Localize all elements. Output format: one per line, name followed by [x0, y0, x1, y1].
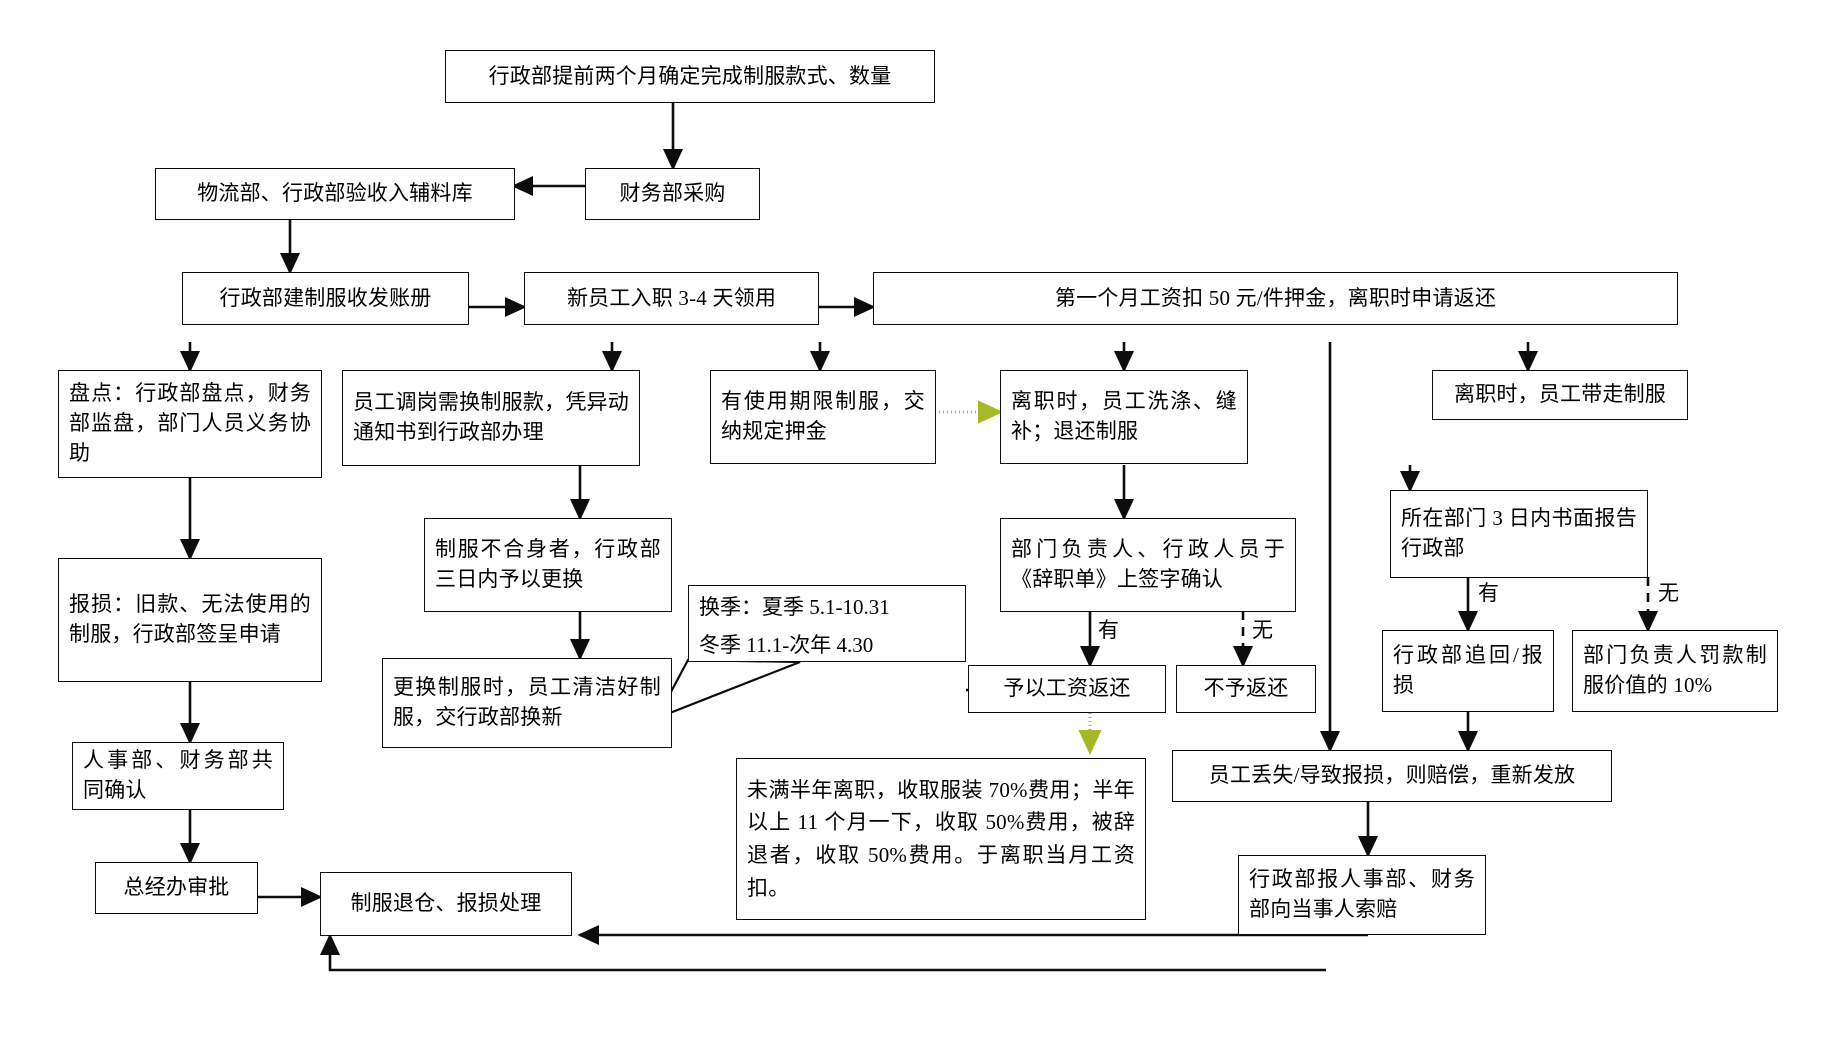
callout-line-2: 冬季 11.1-次年 4.30	[699, 632, 874, 657]
node-return-scrap-handling[interactable]: 制服退仓、报损处理	[320, 872, 572, 936]
node-deposit-deduction[interactable]: 第一个月工资扣 50 元/件押金，离职时申请返还	[873, 272, 1678, 325]
node-finance-purchase[interactable]: 财务部采购	[585, 168, 760, 220]
node-new-hire-issue[interactable]: 新员工入职 3-4 天领用	[524, 272, 819, 325]
node-dept-written-report[interactable]: 所在部门 3 日内书面报告行政部	[1390, 490, 1648, 578]
node-label: 员工丢失/导致报损，则赔偿，重新发放	[1208, 763, 1576, 788]
node-label: 盘点：行政部盘点，财务部监盘，部门人员义务协助	[69, 381, 311, 465]
node-manager-fine[interactable]: 部门负责人罚款制服价值的 10%	[1572, 630, 1778, 712]
node-term-uniform-deposit[interactable]: 有使用期限制服，交纳规定押金	[710, 370, 936, 464]
node-logistics-receive[interactable]: 物流部、行政部验收入辅料库	[155, 168, 515, 220]
callout-season-change: 换季：夏季 5.1-10.31 冬季 11.1-次年 4.30	[688, 585, 966, 662]
node-uniform-plan[interactable]: 行政部提前两个月确定完成制服款式、数量	[445, 50, 935, 103]
node-admin-recover[interactable]: 行政部追回/报损	[1382, 630, 1554, 712]
node-label: 报损：旧款、无法使用的制服，行政部签呈申请	[69, 592, 311, 646]
node-label: 有使用期限制服，交纳规定押金	[721, 389, 925, 443]
edge-label-you-right: 有	[1478, 581, 1499, 605]
node-label: 新员工入职 3-4 天领用	[566, 285, 777, 310]
callout-line-1: 换季：夏季 5.1-10.31	[699, 595, 890, 619]
edge-label-wu-right: 无	[1658, 581, 1679, 605]
node-label: 员工调岗需换制服款，凭异动通知书到行政部办理	[353, 390, 629, 444]
node-label: 第一个月工资扣 50 元/件押金，离职时申请返还	[1054, 285, 1497, 310]
node-label: 总经办审批	[123, 875, 230, 900]
node-label: 部门负责人、行政人员于《辞职单》上签字确认	[1011, 537, 1285, 591]
node-label: 部门负责人罚款制服价值的 10%	[1583, 643, 1767, 697]
node-label: 予以工资返还	[1003, 676, 1131, 701]
node-label: 不予返还	[1203, 676, 1289, 701]
node-label: 行政部报人事部、财务部向当事人索赔	[1249, 867, 1475, 921]
node-claim-from-person[interactable]: 行政部报人事部、财务部向当事人索赔	[1238, 855, 1486, 935]
node-refund-salary[interactable]: 予以工资返还	[968, 665, 1166, 713]
edge-label-you-middle: 有	[1098, 618, 1119, 642]
node-no-refund[interactable]: 不予返还	[1176, 665, 1316, 713]
node-label: 行政部追回/报损	[1393, 643, 1543, 697]
callout-label: 未满半年离职，收取服装 70%费用；半年以上 11 个月一下，收取 50%费用，…	[747, 777, 1135, 900]
node-label: 人事部、财务部共同确认	[83, 748, 273, 802]
node-resign-wash-return[interactable]: 离职时，员工洗涤、缝补；退还制服	[1000, 370, 1248, 464]
node-gm-approval[interactable]: 总经办审批	[95, 862, 258, 914]
edge-label-wu-middle: 无	[1252, 618, 1273, 642]
callout-resign-fee-note: 未满半年离职，收取服装 70%费用；半年以上 11 个月一下，收取 50%费用，…	[736, 758, 1146, 920]
node-label: 财务部采购	[619, 181, 726, 206]
node-loss-compensate[interactable]: 员工丢失/导致报损，则赔偿，重新发放	[1172, 750, 1612, 802]
node-transfer-change[interactable]: 员工调岗需换制服款，凭异动通知书到行政部办理	[342, 370, 640, 466]
node-label: 制服不合身者，行政部三日内予以更换	[435, 537, 661, 591]
node-clean-before-exchange[interactable]: 更换制服时，员工清洁好制服，交行政部换新	[382, 658, 672, 748]
node-misfit-replace[interactable]: 制服不合身者，行政部三日内予以更换	[424, 518, 672, 612]
node-scrap-report[interactable]: 报损：旧款、无法使用的制服，行政部签呈申请	[58, 558, 322, 682]
node-admin-ledger[interactable]: 行政部建制服收发账册	[182, 272, 469, 325]
node-stocktake[interactable]: 盘点：行政部盘点，财务部监盘，部门人员义务协助	[58, 370, 322, 478]
node-label: 所在部门 3 日内书面报告行政部	[1401, 506, 1637, 560]
node-resign-form-signoff[interactable]: 部门负责人、行政人员于《辞职单》上签字确认	[1000, 518, 1296, 612]
node-label: 行政部建制服收发账册	[219, 285, 432, 310]
node-label: 更换制服时，员工清洁好制服，交行政部换新	[393, 675, 661, 729]
node-label: 物流部、行政部验收入辅料库	[197, 181, 473, 206]
node-label: 制服退仓、报损处理	[350, 891, 542, 916]
node-label: 行政部提前两个月确定完成制服款式、数量	[488, 63, 892, 88]
node-hr-finance-confirm[interactable]: 人事部、财务部共同确认	[72, 742, 284, 810]
node-label: 离职时，员工洗涤、缝补；退还制服	[1011, 389, 1237, 443]
node-resign-keep-uniform[interactable]: 离职时，员工带走制服	[1432, 370, 1688, 420]
node-label: 离职时，员工带走制服	[1454, 382, 1666, 407]
